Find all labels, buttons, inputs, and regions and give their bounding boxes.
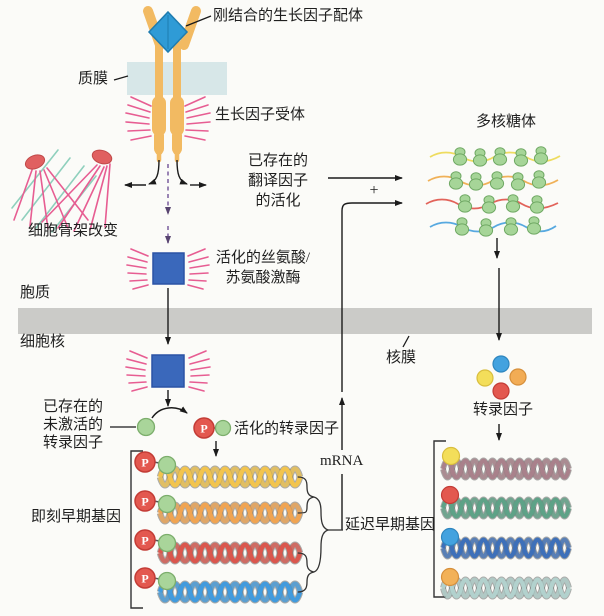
active-tf-circle: [214, 419, 232, 437]
immediate-early-bracket: [130, 450, 143, 609]
phosphorylation-arrow: [151, 406, 188, 419]
label-polyribosome: 多核糖体: [476, 114, 537, 130]
label-active-tf: 活化的转录因子: [234, 421, 340, 437]
tf-cluster: [476, 355, 527, 400]
label-translation-activation: 已存在的 翻译因子 的活化: [247, 153, 308, 209]
growth-factor-receptor-graphic: [143, 6, 201, 163]
kinase-nucleus: [125, 350, 211, 392]
label-mrna: mRNA: [320, 453, 364, 469]
label-plasma-membrane: 质膜: [78, 71, 109, 87]
immediate-early-gene-rows: [134, 451, 300, 600]
label-delayed-early-genes: 延迟早期基因: [345, 517, 436, 533]
plasma-membrane-pointer-line: [113, 75, 129, 81]
phosphate-circle: [134, 451, 156, 473]
phosphate-circle: [134, 567, 156, 589]
tf-activation-group: [110, 406, 232, 457]
nuclear-membrane-pointer-line: [402, 335, 410, 348]
plus-sign: +: [369, 182, 378, 199]
label-kinase: 活化的丝氨酸/ 苏氨酸激酶: [215, 250, 311, 286]
label-cytoskeleton: 细胞骨架改变: [28, 223, 119, 239]
label-nuclear-membrane: 核膜: [386, 350, 417, 366]
label-ligand: 刚结合的生长因子配体: [213, 8, 364, 24]
phosphate-circle: [134, 490, 156, 512]
nuclear-membrane-band: [18, 308, 592, 334]
ligand-diamond: [147, 10, 189, 54]
label-transcription-factors: 转录因子: [473, 402, 534, 418]
receptor-rays: [125, 96, 211, 141]
label-nucleus: 细胞核: [20, 334, 66, 350]
mrna-arrow-path: [339, 200, 403, 530]
label-immediate-early-genes: 即刻早期基因: [31, 509, 122, 525]
polyribosome-group: [425, 146, 561, 237]
gene-to-mrna-braces: [297, 476, 343, 593]
phosphate-circle: [134, 529, 156, 551]
label-inactive-tf: 已存在的 未激活的 转录因子: [42, 399, 103, 451]
inactive-tf-circle: [136, 417, 156, 437]
kinase-cytoplasm: [126, 248, 210, 290]
delayed-early-gene-rows: [442, 446, 570, 597]
cytoskeleton-graphic: [11, 149, 113, 233]
label-cytoplasm: 胞质: [20, 285, 51, 301]
delayed-early-bracket: [433, 440, 446, 598]
phosphate-circle: [193, 417, 215, 439]
ligand-pointer-line: [185, 15, 212, 27]
receptor-branch-arrows: [124, 159, 207, 188]
label-growth-factor-receptor: 生长因子受体: [215, 107, 306, 123]
